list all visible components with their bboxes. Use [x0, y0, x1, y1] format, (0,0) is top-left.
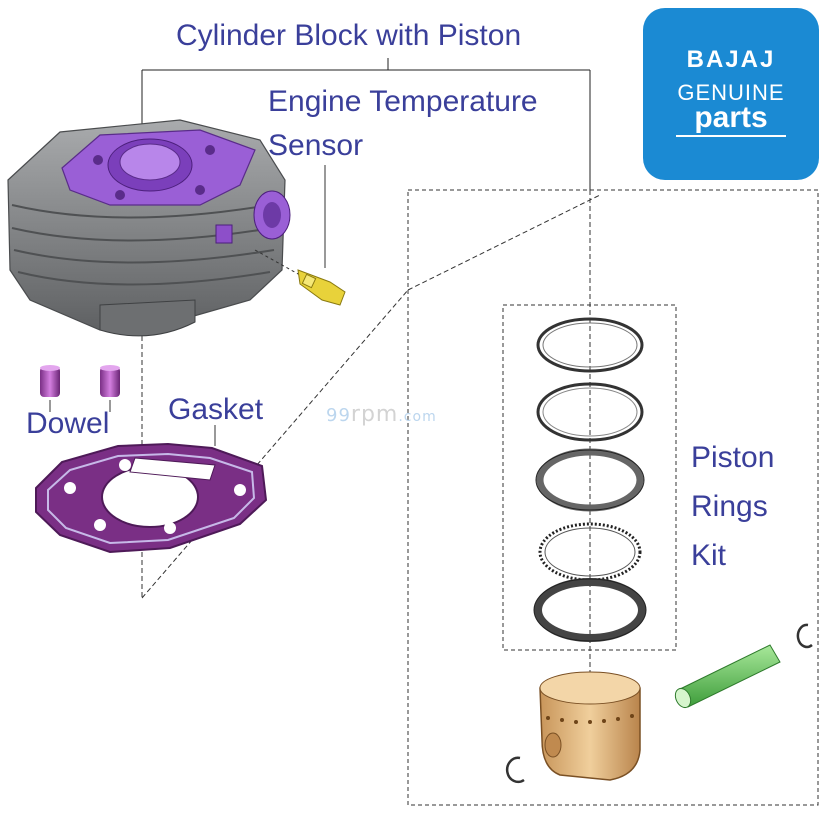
dowel-leader-lines	[49, 400, 111, 412]
piston-ring-oil	[533, 578, 647, 642]
piston-ring-2	[536, 382, 644, 442]
logo-brand: BAJAJ	[686, 46, 776, 73]
bajaj-genuine-parts-logo: BAJAJ GENUINE parts	[643, 8, 819, 180]
engine-temp-sensor-label-line1: Engine Temperature	[268, 85, 538, 118]
piston	[539, 671, 641, 781]
watermark-suffix: .com	[398, 409, 437, 425]
piston-rings-label-line3: Kit	[691, 539, 727, 572]
piston-ring-3	[535, 448, 645, 512]
logo-underline	[676, 135, 786, 137]
logo-parts: parts	[694, 101, 768, 134]
watermark-middle: rpm	[350, 402, 399, 427]
cylinder-block	[7, 119, 291, 337]
dowel-left	[40, 365, 60, 397]
piston-ring-1	[536, 317, 644, 373]
logo-genuine: GENUINE	[677, 80, 785, 105]
gasket	[35, 425, 268, 554]
watermark: 99rpm.com	[326, 402, 437, 427]
circlip-right	[796, 623, 813, 649]
gasket-label: Gasket	[168, 393, 264, 426]
piston-kit-outer-box	[407, 189, 819, 806]
piston-pin	[674, 644, 781, 709]
dowel-right	[100, 365, 120, 397]
engine-temperature-sensor	[254, 165, 346, 306]
dowel-label: Dowel	[26, 407, 110, 440]
engine-temp-sensor-label-line2: Sensor	[268, 129, 364, 162]
circlip-left	[505, 756, 525, 784]
piston-rings-label-line1: Piston	[691, 441, 775, 474]
cylinder-block-label: Cylinder Block with Piston	[176, 19, 522, 52]
piston-rings-label-line2: Rings	[691, 490, 768, 523]
piston-ring-expander	[538, 522, 642, 582]
watermark-prefix: 99	[326, 405, 351, 426]
